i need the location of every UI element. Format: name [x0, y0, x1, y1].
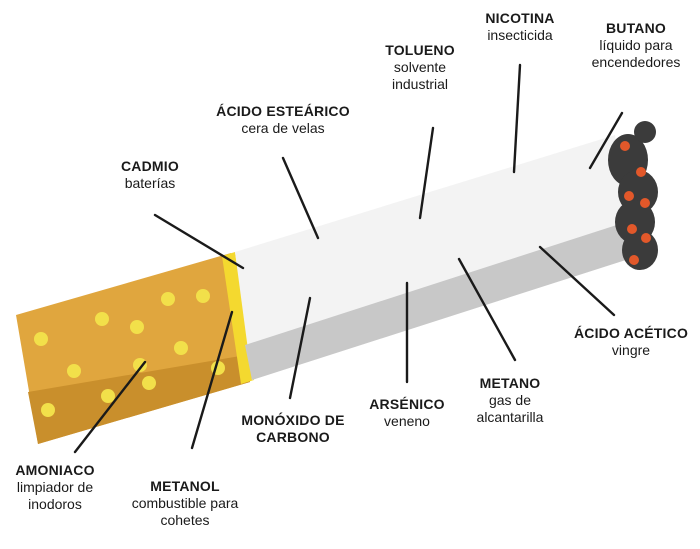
- label-tolueno-desc: solvente industrial: [391, 59, 449, 93]
- label-cadmio: CADMIO baterías: [104, 158, 196, 192]
- leader-acido-estearico: [281, 156, 320, 240]
- label-amoniaco-desc: limpiador de inodoros: [16, 479, 94, 513]
- leader-metano: [457, 257, 517, 362]
- leader-tolueno: [418, 126, 435, 220]
- ember-dot: [629, 255, 639, 265]
- label-metano-name: METANO: [479, 375, 541, 391]
- filter-dot: [174, 341, 188, 355]
- label-metano: METANO gas de alcantarilla: [462, 375, 558, 426]
- label-nicotina-desc: insecticida: [487, 27, 553, 44]
- label-arsenico-name: ARSÉNICO: [369, 396, 445, 412]
- label-acido-estearico: ÁCIDO ESTEÁRICO cera de velas: [208, 103, 358, 137]
- label-nicotina-name: NICOTINA: [485, 10, 555, 26]
- label-metanol: METANOL combustible para cohetes: [125, 478, 245, 529]
- ash-cluster: [622, 230, 658, 270]
- filter-dots: [34, 289, 225, 417]
- label-butano: BUTANO líquido para encendedores: [576, 20, 696, 71]
- label-nicotina: NICOTINA insecticida: [472, 10, 568, 44]
- label-acido-acetico: ÁCIDO ACÉTICO vingre: [566, 325, 696, 359]
- ember-dot: [627, 224, 637, 234]
- filter-dot: [161, 292, 175, 306]
- leader-nicotina: [512, 63, 522, 174]
- label-acido-estearico-desc: cera de velas: [241, 120, 325, 137]
- cigarette-paper-shadow: [245, 222, 632, 380]
- filter-dot: [95, 312, 109, 326]
- leader-butano: [588, 111, 624, 170]
- filter-dot: [41, 403, 55, 417]
- cigarette-band: [222, 252, 254, 384]
- filter-dot: [130, 320, 144, 334]
- label-acido-acetico-desc: vingre: [611, 342, 651, 359]
- label-arsenico: ARSÉNICO veneno: [356, 396, 458, 430]
- label-amoniaco-name: AMONIACO: [15, 462, 95, 478]
- ash-lump: [634, 121, 656, 143]
- label-metanol-desc: combustible para cohetes: [131, 495, 239, 529]
- filter-dot: [101, 389, 115, 403]
- leader-acido-acetico: [538, 245, 616, 317]
- label-butano-name: BUTANO: [605, 20, 667, 36]
- ember-dot: [624, 191, 634, 201]
- label-cadmio-desc: baterías: [124, 175, 176, 192]
- filter-dot: [133, 358, 147, 372]
- label-butano-desc: líquido para encendedores: [591, 37, 681, 71]
- label-tolueno: TOLUENO solvente industrial: [375, 42, 465, 93]
- ember-dot: [641, 233, 651, 243]
- label-acido-estearico-name: ÁCIDO ESTEÁRICO: [216, 103, 350, 119]
- label-metanol-name: METANOL: [150, 478, 220, 494]
- label-monoxido: MONÓXIDO DE CARBONO: [238, 412, 348, 446]
- ember-dot: [636, 167, 646, 177]
- cigarette-filter-shadow: [28, 355, 250, 444]
- ember-dot: [640, 198, 650, 208]
- label-monoxido-name: MONÓXIDO DE CARBONO: [241, 412, 345, 446]
- label-amoniaco: AMONIACO limpiador de inodoros: [2, 462, 108, 513]
- filter-dot: [196, 289, 210, 303]
- filter-dot: [67, 364, 81, 378]
- leader-monoxido: [288, 296, 312, 400]
- label-tolueno-name: TOLUENO: [385, 42, 455, 58]
- leader-lines: [73, 63, 624, 454]
- filter-dot: [34, 332, 48, 346]
- leader-amoniaco: [73, 360, 147, 454]
- label-cadmio-name: CADMIO: [121, 158, 179, 174]
- cigarette-ash: [608, 121, 658, 270]
- leader-cadmio: [153, 213, 245, 270]
- filter-dot: [142, 376, 156, 390]
- label-arsenico-desc: veneno: [384, 413, 430, 430]
- ember-dot: [620, 141, 630, 151]
- label-acido-acetico-name: ÁCIDO ACÉTICO: [573, 325, 689, 341]
- leader-metanol: [190, 310, 234, 450]
- label-metano-desc: gas de alcantarilla: [476, 392, 544, 426]
